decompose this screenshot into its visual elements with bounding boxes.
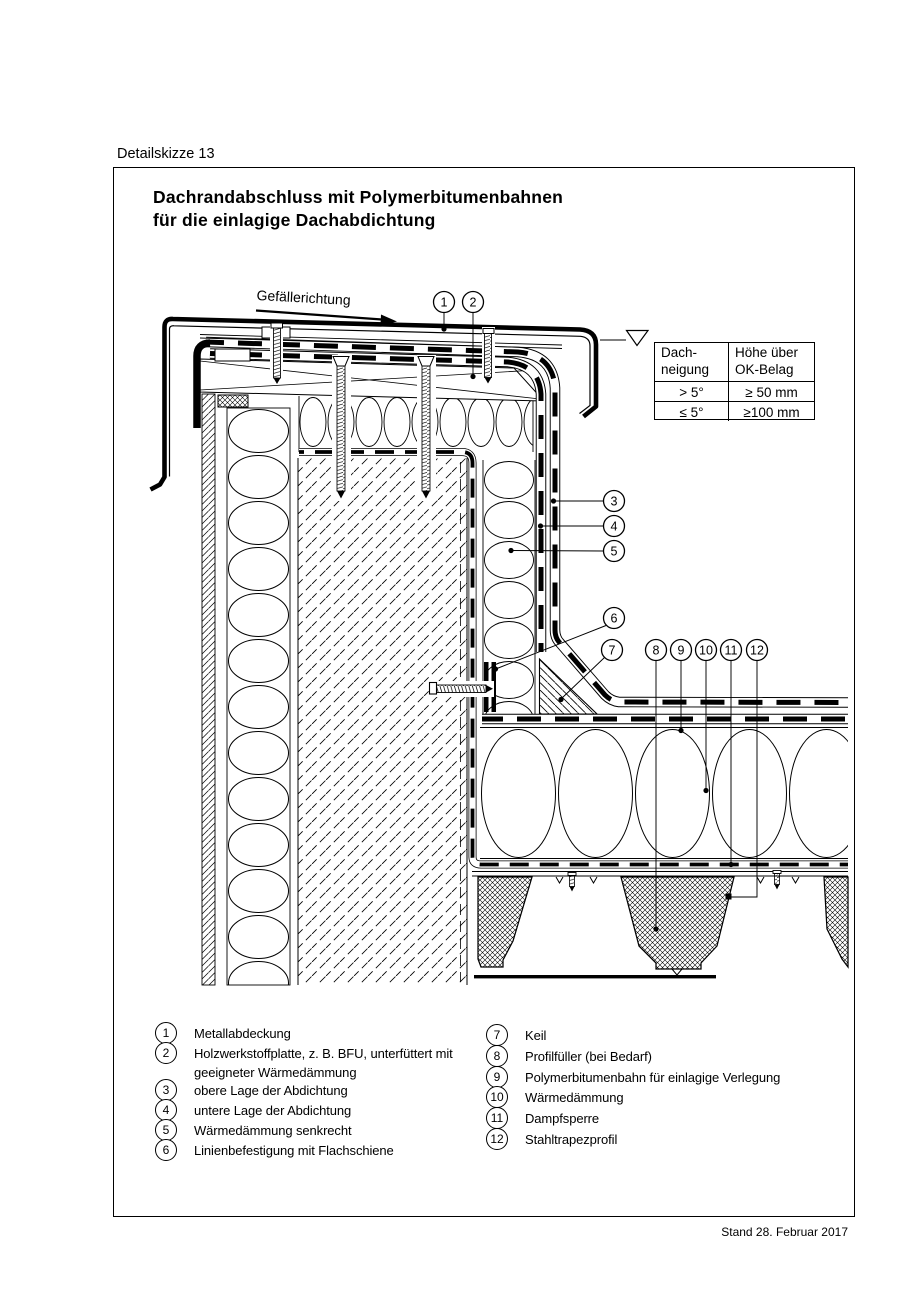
table-cell-height: ≥100 mm <box>728 401 814 421</box>
slope-arrow <box>255 309 397 326</box>
legend-number: 6 <box>155 1139 177 1161</box>
drawing-title-line2: für die einlagige Dachabdichtung <box>153 210 436 230</box>
deck-screw <box>567 872 577 892</box>
legend-item-6: 6 Linienbefestigung mit Flachschiene <box>155 1139 482 1161</box>
legend-item-8: 8 Profilfüller (bei Bedarf) <box>486 1045 845 1067</box>
callout-number: 1 <box>441 296 448 310</box>
callout-number: 3 <box>611 495 618 509</box>
wall-section <box>199 358 544 986</box>
callout-12: 12 <box>725 638 769 900</box>
fixing-block <box>217 394 249 408</box>
border-frame <box>113 167 855 1217</box>
long-screw <box>332 355 351 501</box>
coping-screw <box>270 322 283 384</box>
callout-number: 2 <box>470 296 477 310</box>
flat-roof-section <box>480 727 848 859</box>
callout-number: 9 <box>678 644 685 658</box>
legend-item-5: 5 Wärmedämmung senkrecht <box>155 1119 482 1141</box>
callout-number: 12 <box>750 644 764 658</box>
legend-item-11: 11 Dampfsperre <box>486 1107 845 1129</box>
revision-date: Stand 28. Februar 2017 <box>721 1225 848 1239</box>
legend-label: Polymerbitumenbahn für einlagige Verlegu… <box>525 1070 781 1085</box>
legend-label: obere Lage der Abdichtung <box>194 1083 348 1098</box>
legend-item-3: 3 obere Lage der Abdichtung <box>155 1079 482 1101</box>
callout-6: 6 <box>492 606 626 672</box>
profile-filler <box>823 876 849 969</box>
coping-clip <box>214 348 251 362</box>
fasteners <box>270 322 495 697</box>
legend-label: Wärmedämmung senkrecht <box>194 1123 352 1138</box>
legend-label: Linienbefestigung mit Flachschiene <box>194 1143 394 1158</box>
legend-number: 3 <box>155 1079 177 1101</box>
legend-label: Metallabdeckung <box>194 1026 291 1041</box>
legend-item-4: 4 untere Lage der Abdichtung <box>155 1099 482 1121</box>
callout-5: 5 <box>508 539 626 563</box>
legend-number: 10 <box>486 1086 508 1108</box>
steel-deck <box>472 870 849 979</box>
legend-number: 8 <box>486 1045 508 1067</box>
profile-filler <box>477 876 533 968</box>
legend-item-7: 7 Keil <box>486 1024 845 1046</box>
waterproofing-membranes <box>193 342 848 865</box>
coping-screw <box>482 327 495 384</box>
drawing-title-line1: Dachrandabschluss mit Polymerbitumenbahn… <box>153 187 564 207</box>
callout-7: 7 <box>558 638 624 703</box>
legend-number: 1 <box>155 1022 177 1044</box>
sheet-header: Detailskizze 13 <box>117 146 215 162</box>
callout-10: 10 <box>694 638 718 794</box>
wedge <box>538 657 599 715</box>
legend-number: 2 <box>155 1042 177 1064</box>
callout-number: 7 <box>609 644 616 658</box>
legend-label: Stahltrapezprofil <box>525 1132 618 1147</box>
table-cell-height: ≥ 50 mm <box>728 381 814 401</box>
callout-9: 9 <box>669 638 693 734</box>
roof-insulation <box>480 728 848 858</box>
table-cell-slope: > 5° <box>655 381 728 401</box>
callout-number: 5 <box>611 545 618 559</box>
legend-number: 4 <box>155 1099 177 1121</box>
callout-8: 8 <box>644 638 668 932</box>
legend-item-2: 2 Holzwerkstoffplatte, z. B. BFU, unterf… <box>155 1042 482 1082</box>
legend-label: Profilfüller (bei Bedarf) <box>525 1049 652 1064</box>
level-marker <box>600 329 650 347</box>
drawing-title: Dachrandabschluss mit Polymerbitumenbahn… <box>153 186 563 232</box>
legend-label: untere Lage der Abdichtung <box>194 1103 352 1118</box>
legend-label: Keil <box>525 1028 547 1043</box>
table-header-slope: Dach- neigung <box>661 345 710 377</box>
table-header-height: Höhe über OK-Belag <box>728 343 814 381</box>
table-cell-slope: ≤ 5° <box>655 401 728 421</box>
legend-number: 7 <box>486 1024 508 1046</box>
long-screw <box>417 355 436 501</box>
callout-number: 11 <box>725 644 738 658</box>
legend-label: Holzwerkstoffplatte, z. B. BFU, unterfüt… <box>194 1046 453 1080</box>
legend-item-12: 12 Stahltrapezprofil <box>486 1128 845 1150</box>
rail-screw <box>428 681 494 697</box>
legend-item-1: 1 Metallabdeckung <box>155 1022 482 1044</box>
callout-number: 8 <box>653 644 660 658</box>
deck-screw <box>772 870 782 890</box>
legend-item-9: 9 Polymerbitumenbahn für einlagige Verle… <box>486 1066 845 1088</box>
vertical-insulation <box>483 460 535 714</box>
legend-label: Wärmedämmung <box>525 1090 624 1105</box>
callout-number: 4 <box>611 520 618 534</box>
legend-item-10: 10 Wärmedämmung <box>486 1086 845 1108</box>
callout-number: 10 <box>699 644 713 658</box>
legend-number: 9 <box>486 1066 508 1088</box>
metal-coping <box>149 316 599 492</box>
callout-3: 3 <box>550 489 626 513</box>
callout-2: 2 <box>461 290 485 380</box>
legend-number: 12 <box>486 1128 508 1150</box>
callout-11: 11 <box>719 638 743 868</box>
callout-1: 1 <box>432 290 456 332</box>
callout-4: 4 <box>537 514 626 538</box>
legend-label: Dampfsperre <box>525 1111 600 1126</box>
legend-number: 5 <box>155 1119 177 1141</box>
slope-height-table: Dach- neigung Höhe über OK-Belag > 5° ≥ … <box>654 342 815 421</box>
legend-number: 11 <box>486 1107 508 1129</box>
callouts: 1 2 3 4 5 6 <box>432 290 769 932</box>
profile-filler <box>620 876 735 970</box>
callout-number: 6 <box>611 612 618 626</box>
